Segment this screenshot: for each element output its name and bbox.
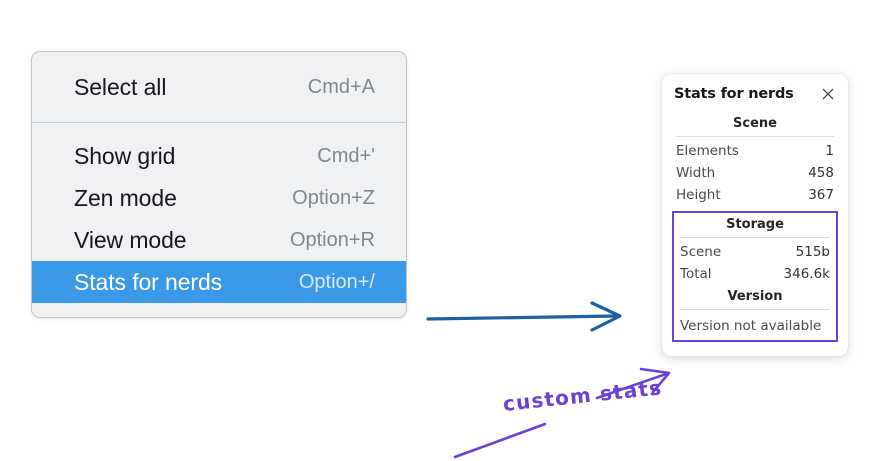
menu-item-label: Select all <box>74 73 167 100</box>
section-title-version: Version <box>727 289 783 304</box>
menu-item-shortcut: Option+R <box>289 228 375 251</box>
menu-item-shortcut: Option+Z <box>292 186 375 209</box>
panel-section-storage: Storage Scene 515b Total 346.6k <box>678 213 832 285</box>
stats-for-nerds-panel: Stats for nerds Scene Elements 1 Width 4… <box>662 74 848 356</box>
menu-item-shortcut: Option+/ <box>298 270 375 293</box>
menu-group-2: Show grid Cmd+' Zen mode Option+Z View m… <box>32 123 406 317</box>
stat-row-scene: Scene 515b <box>678 241 832 263</box>
menu-item-select-all[interactable]: Select all Cmd+A <box>32 66 406 108</box>
stat-value: 1 <box>825 143 834 159</box>
stat-row-width: Width 458 <box>674 162 836 184</box>
stat-label: Height <box>676 187 721 203</box>
stat-row-total: Total 346.6k <box>678 263 832 285</box>
menu-item-shortcut: Cmd+' <box>317 144 375 167</box>
blue-arrow-annotation <box>426 301 622 332</box>
section-divider <box>680 237 830 238</box>
menu-group-1: Select all Cmd+A <box>32 52 406 122</box>
stat-row-elements: Elements 1 <box>674 140 836 162</box>
version-note: Version not available <box>680 318 822 334</box>
stat-label: Total <box>680 266 712 282</box>
custom-stats-highlight-box: Storage Scene 515b Total 346.6k Version … <box>672 211 838 342</box>
panel-section-scene: Scene Elements 1 Width 458 Height 367 <box>674 112 836 206</box>
menu-item-zen-mode[interactable]: Zen mode Option+Z <box>32 177 406 219</box>
close-icon[interactable] <box>820 86 836 102</box>
custom-stats-annotation-label: custom stats <box>501 375 664 416</box>
panel-header: Stats for nerds <box>674 86 836 102</box>
stat-label: Width <box>676 165 716 181</box>
panel-title: Stats for nerds <box>674 86 794 102</box>
purple-underline-annotation <box>453 422 547 459</box>
section-divider <box>680 309 830 310</box>
section-title-scene: Scene <box>733 116 777 131</box>
menu-item-label: View mode <box>74 226 187 253</box>
stat-label: Elements <box>676 143 739 159</box>
menu-item-label: Show grid <box>74 142 176 169</box>
menu-item-label: Stats for nerds <box>74 268 223 295</box>
menu-item-label: Zen mode <box>74 184 177 211</box>
menu-item-shortcut: Cmd+A <box>307 75 375 98</box>
stat-row-height: Height 367 <box>674 184 836 206</box>
menu-item-stats-for-nerds[interactable]: Stats for nerds Option+/ <box>32 261 406 303</box>
stat-label: Scene <box>680 244 722 260</box>
stat-value: 346.6k <box>783 266 830 282</box>
stat-value: 367 <box>808 187 834 203</box>
menu-item-view-mode[interactable]: View mode Option+R <box>32 219 406 261</box>
menu-item-show-grid[interactable]: Show grid Cmd+' <box>32 135 406 177</box>
stat-value: 515b <box>795 244 830 260</box>
section-divider <box>676 136 834 137</box>
panel-section-version: Version Version not available <box>678 285 832 336</box>
stat-value: 458 <box>808 165 834 181</box>
context-menu: Select all Cmd+A Show grid Cmd+' Zen mod… <box>31 51 407 318</box>
menu-separator <box>32 122 406 123</box>
section-title-storage: Storage <box>726 217 784 232</box>
